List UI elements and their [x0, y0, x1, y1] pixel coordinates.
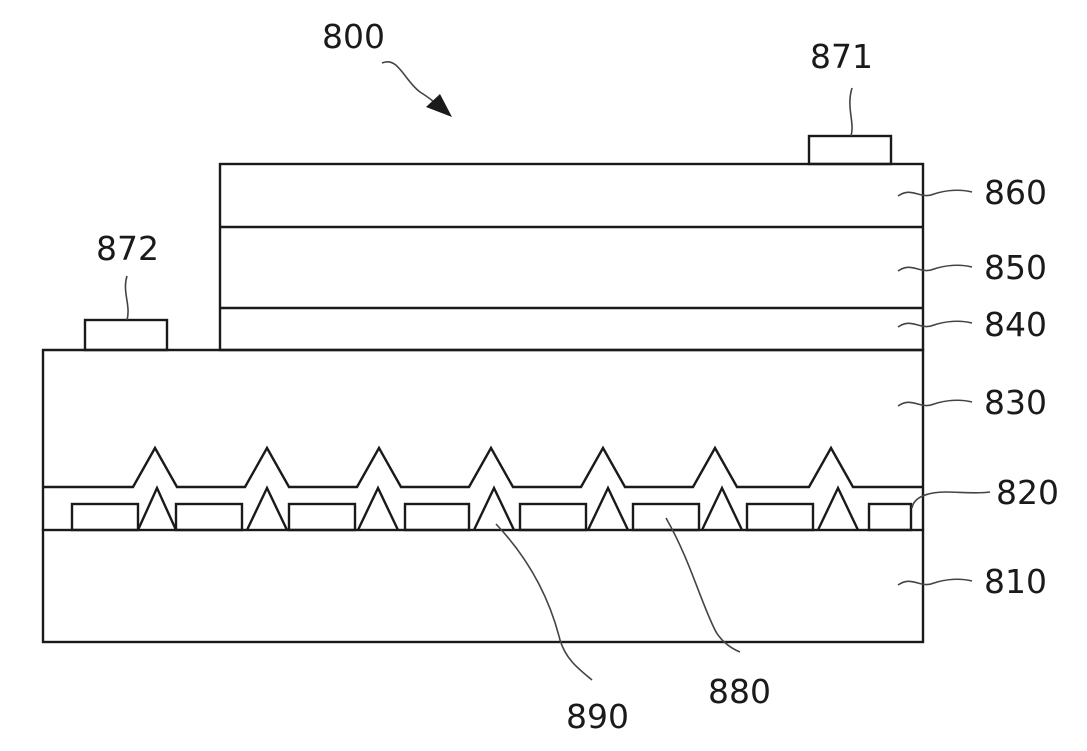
label-872: 872: [96, 229, 159, 268]
label-810: 810: [984, 562, 1047, 601]
label-850: 850: [984, 248, 1047, 287]
label-800: 800: [322, 17, 385, 56]
electrode-871: [807, 134, 893, 166]
leader-880: [665, 517, 741, 653]
pattern-block: [403, 502, 471, 532]
protrusion: [472, 485, 516, 531]
pattern-block: [174, 502, 244, 532]
label-830: 830: [984, 383, 1047, 422]
pattern-block: [745, 502, 815, 532]
layer-810-substrate: [41, 528, 925, 644]
assembly-arrow: [381, 60, 437, 105]
upper-stack-outline: [218, 162, 925, 352]
pattern-block: [287, 502, 357, 532]
pattern-block: [867, 502, 913, 532]
assembly-arrowhead: [426, 94, 452, 117]
label-860: 860: [984, 173, 1047, 212]
protrusion: [700, 485, 744, 531]
leader-810: [897, 578, 973, 586]
electrode-872: [83, 318, 169, 352]
pattern-block: [70, 502, 140, 532]
pattern-block: [518, 502, 588, 532]
pattern-block: [631, 502, 701, 532]
leader-840: [897, 320, 973, 328]
label-871: 871: [810, 37, 873, 76]
leader-890: [495, 523, 593, 681]
leader-830: [897, 399, 973, 407]
leader-872: [124, 275, 129, 321]
protrusion: [356, 485, 400, 531]
leader-850: [897, 264, 973, 272]
protrusion: [245, 485, 289, 531]
protrusion: [816, 485, 860, 531]
protrusion: [136, 485, 178, 531]
layer-820-top-texture: [43, 445, 923, 489]
leader-820: [911, 491, 991, 509]
leader-871: [849, 87, 853, 137]
protrusion: [586, 485, 630, 531]
leader-860: [897, 189, 973, 197]
pattern-890-protrusions: [136, 485, 860, 531]
label-840: 840: [984, 305, 1047, 344]
pattern-880-blocks: [70, 502, 913, 532]
label-880: 880: [708, 672, 771, 711]
label-820: 820: [996, 473, 1059, 512]
label-890: 890: [566, 697, 629, 736]
